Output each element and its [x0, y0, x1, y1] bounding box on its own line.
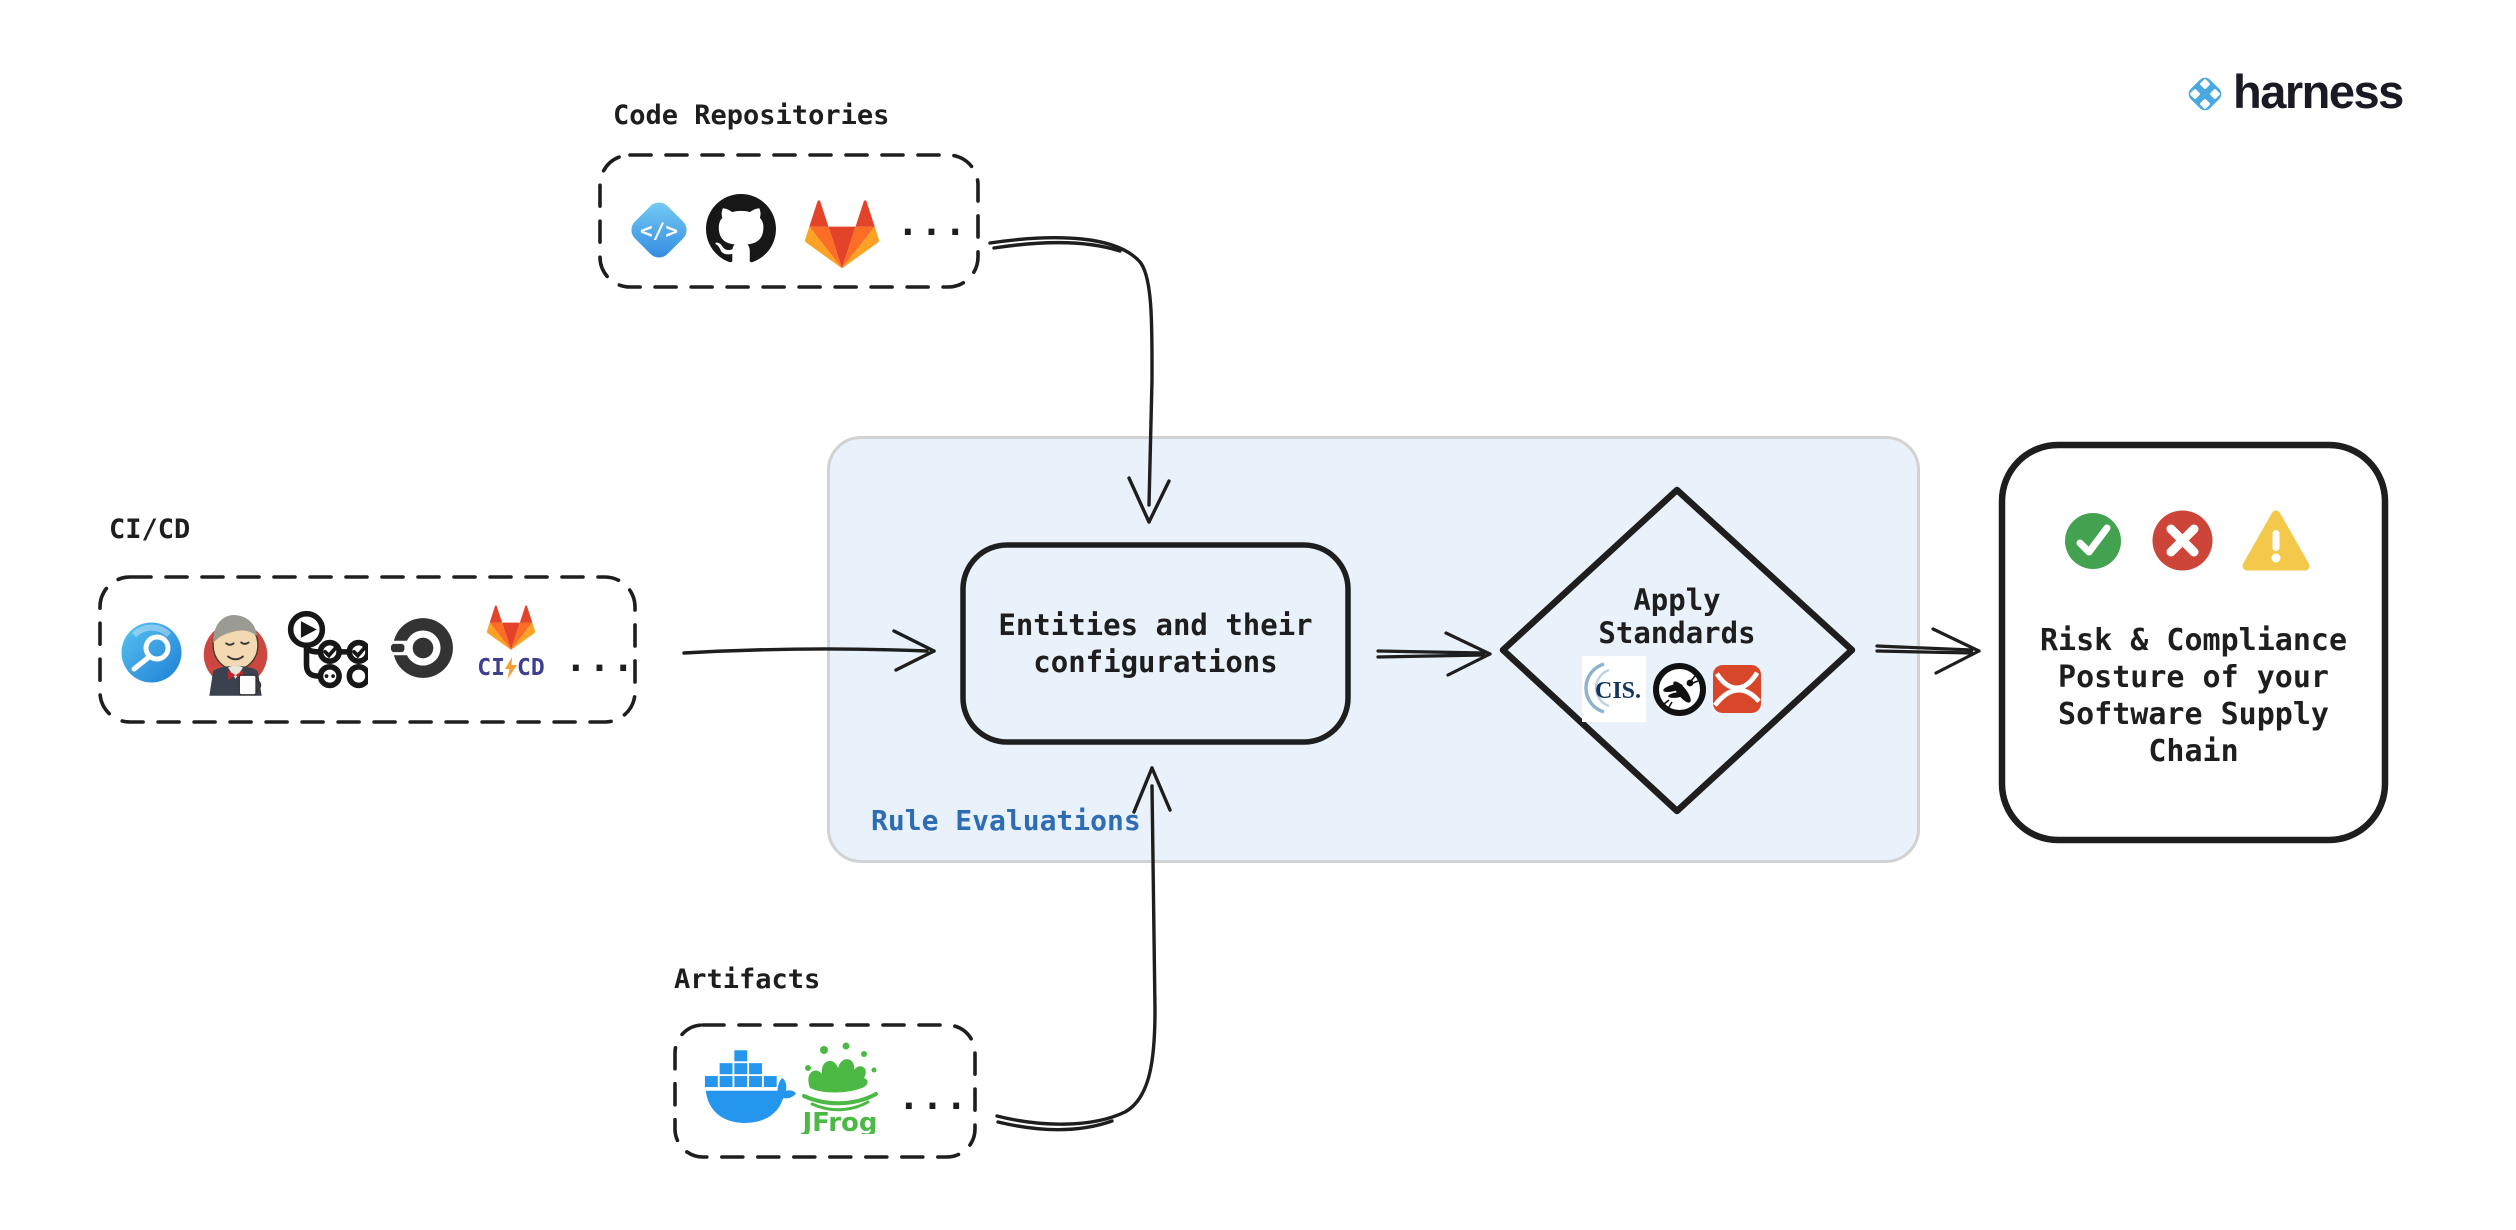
red-standard-icon: [1713, 665, 1761, 713]
harness-ci-icon: [120, 621, 183, 684]
result-line-3: Software Supply: [2058, 697, 2329, 732]
error-cross-icon: [2151, 509, 2214, 572]
artifacts-more-ellipsis: ...: [898, 1077, 970, 1118]
cis-icon: CIS.: [1582, 656, 1646, 722]
cicd-label: CI/CD: [109, 514, 191, 545]
cicd-box: [98, 575, 637, 724]
cis-text: CIS.: [1595, 678, 1641, 704]
github-icon: [706, 194, 776, 264]
github-actions-icon: [286, 606, 368, 694]
jenkins-icon: [200, 601, 271, 697]
code-more-ellipsis: ...: [897, 203, 969, 244]
harness-wordmark: harness: [2233, 65, 2404, 118]
artifacts-box: [673, 1023, 977, 1159]
apply-standards-diamond: [1499, 486, 1856, 815]
gitlab-ci-text: CI: [477, 655, 505, 681]
harness-logo-icon: [2184, 73, 2226, 115]
apply-standards-line-2: Standards: [1598, 616, 1756, 650]
arrow-cicd-to-entities: [682, 629, 936, 672]
result-line-4: Chain: [2148, 734, 2239, 769]
result-line-2: Posture of your: [2058, 660, 2329, 695]
arrow-artifacts-to-entities: [995, 766, 1172, 1132]
success-check-icon: [2063, 511, 2123, 571]
entities-box: [960, 542, 1351, 745]
harness-code-icon: </>: [625, 196, 693, 264]
result-line-1: Risk & Compliance: [2039, 623, 2348, 658]
entities-line-1: Entities and their: [998, 607, 1313, 642]
harness-logo: harness: [2184, 65, 2404, 119]
arrow-diamond-to-result: [1875, 627, 1981, 675]
entities-box-text: Entities and their configurations: [963, 545, 1348, 742]
code-repositories-label: Code Repositories: [613, 100, 890, 131]
apply-standards-line-1: Apply: [1633, 583, 1721, 617]
rule-evaluations-container: [827, 436, 1920, 863]
gitlab-icon: [803, 198, 881, 270]
lightning-bolt-icon: [505, 657, 517, 679]
arrow-entities-to-diamond: [1376, 631, 1492, 677]
owasp-icon: [1652, 662, 1707, 717]
docker-icon: [704, 1048, 796, 1128]
rule-evaluations-label: Rule Evaluations: [871, 804, 1141, 837]
apply-standards-text: Apply Standards: [1527, 584, 1827, 650]
result-status-icons: [2063, 509, 2310, 572]
result-box-text: Risk & Compliance Posture of your Softwa…: [2002, 622, 2385, 770]
entities-line-2: configurations: [1033, 644, 1278, 679]
gitlab-fox-icon: [486, 605, 536, 650]
jfrog-icon: JFrog: [797, 1042, 883, 1134]
circleci-icon: [391, 616, 455, 680]
standards-icons: CIS.: [1582, 656, 1761, 722]
artifacts-label: Artifacts: [674, 964, 821, 995]
jfrog-wordmark: JFrog: [800, 1108, 877, 1134]
gitlab-cd-text: CD: [517, 655, 545, 681]
arrow-code-to-entities: [988, 236, 1171, 524]
gitlab-cicd-icon: CI CD: [466, 604, 556, 681]
warning-triangle-icon: [2242, 510, 2310, 572]
cicd-more-ellipsis: ...: [565, 639, 637, 680]
code-repositories-box: [598, 153, 980, 289]
svg-text:</>: </>: [640, 219, 678, 243]
